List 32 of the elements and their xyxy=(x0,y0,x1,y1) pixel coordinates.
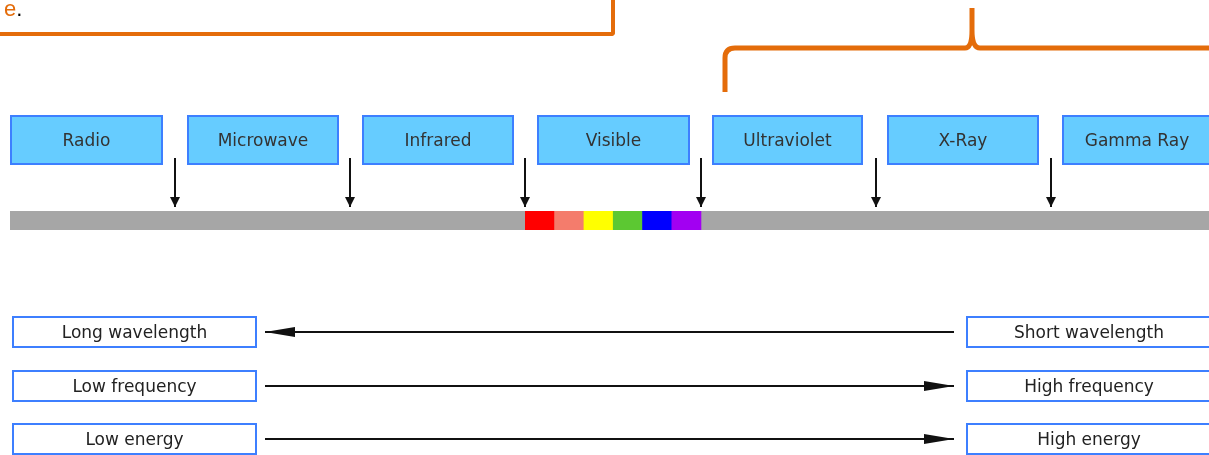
property-box xyxy=(12,316,257,348)
label-text: Long wavelength xyxy=(61,322,208,342)
arrow xyxy=(264,381,955,391)
arrow xyxy=(264,327,955,337)
label-text: Ultraviolet xyxy=(743,131,832,149)
label-text: Gamma Ray xyxy=(1084,131,1190,149)
property-box xyxy=(12,423,257,455)
property-box xyxy=(966,316,1209,348)
band-box xyxy=(187,115,339,165)
property-box xyxy=(966,423,1209,455)
band-box xyxy=(362,115,514,165)
label-text: Short wavelength xyxy=(1013,322,1165,342)
label-text: Low energy xyxy=(85,429,184,449)
band-box xyxy=(1062,115,1209,165)
band-box xyxy=(10,115,163,165)
property-box xyxy=(966,370,1209,402)
label-text: High energy xyxy=(1037,429,1141,449)
label-text: e. xyxy=(4,0,23,20)
band-box xyxy=(712,115,863,165)
band-box xyxy=(537,115,690,165)
label-text: X-Ray xyxy=(938,131,988,149)
label-text: Infrared xyxy=(404,131,472,149)
label-text: Microwave xyxy=(217,131,309,149)
label-text: High frequency xyxy=(1024,376,1154,396)
label-text: Visible xyxy=(585,131,642,149)
spectrum-bar xyxy=(10,211,1209,230)
text-box xyxy=(0,0,615,36)
label-text: Radio xyxy=(62,131,111,149)
arrow xyxy=(264,434,955,444)
property-box xyxy=(12,370,257,402)
label-text: Low frequency xyxy=(72,376,197,396)
band-box xyxy=(887,115,1039,165)
